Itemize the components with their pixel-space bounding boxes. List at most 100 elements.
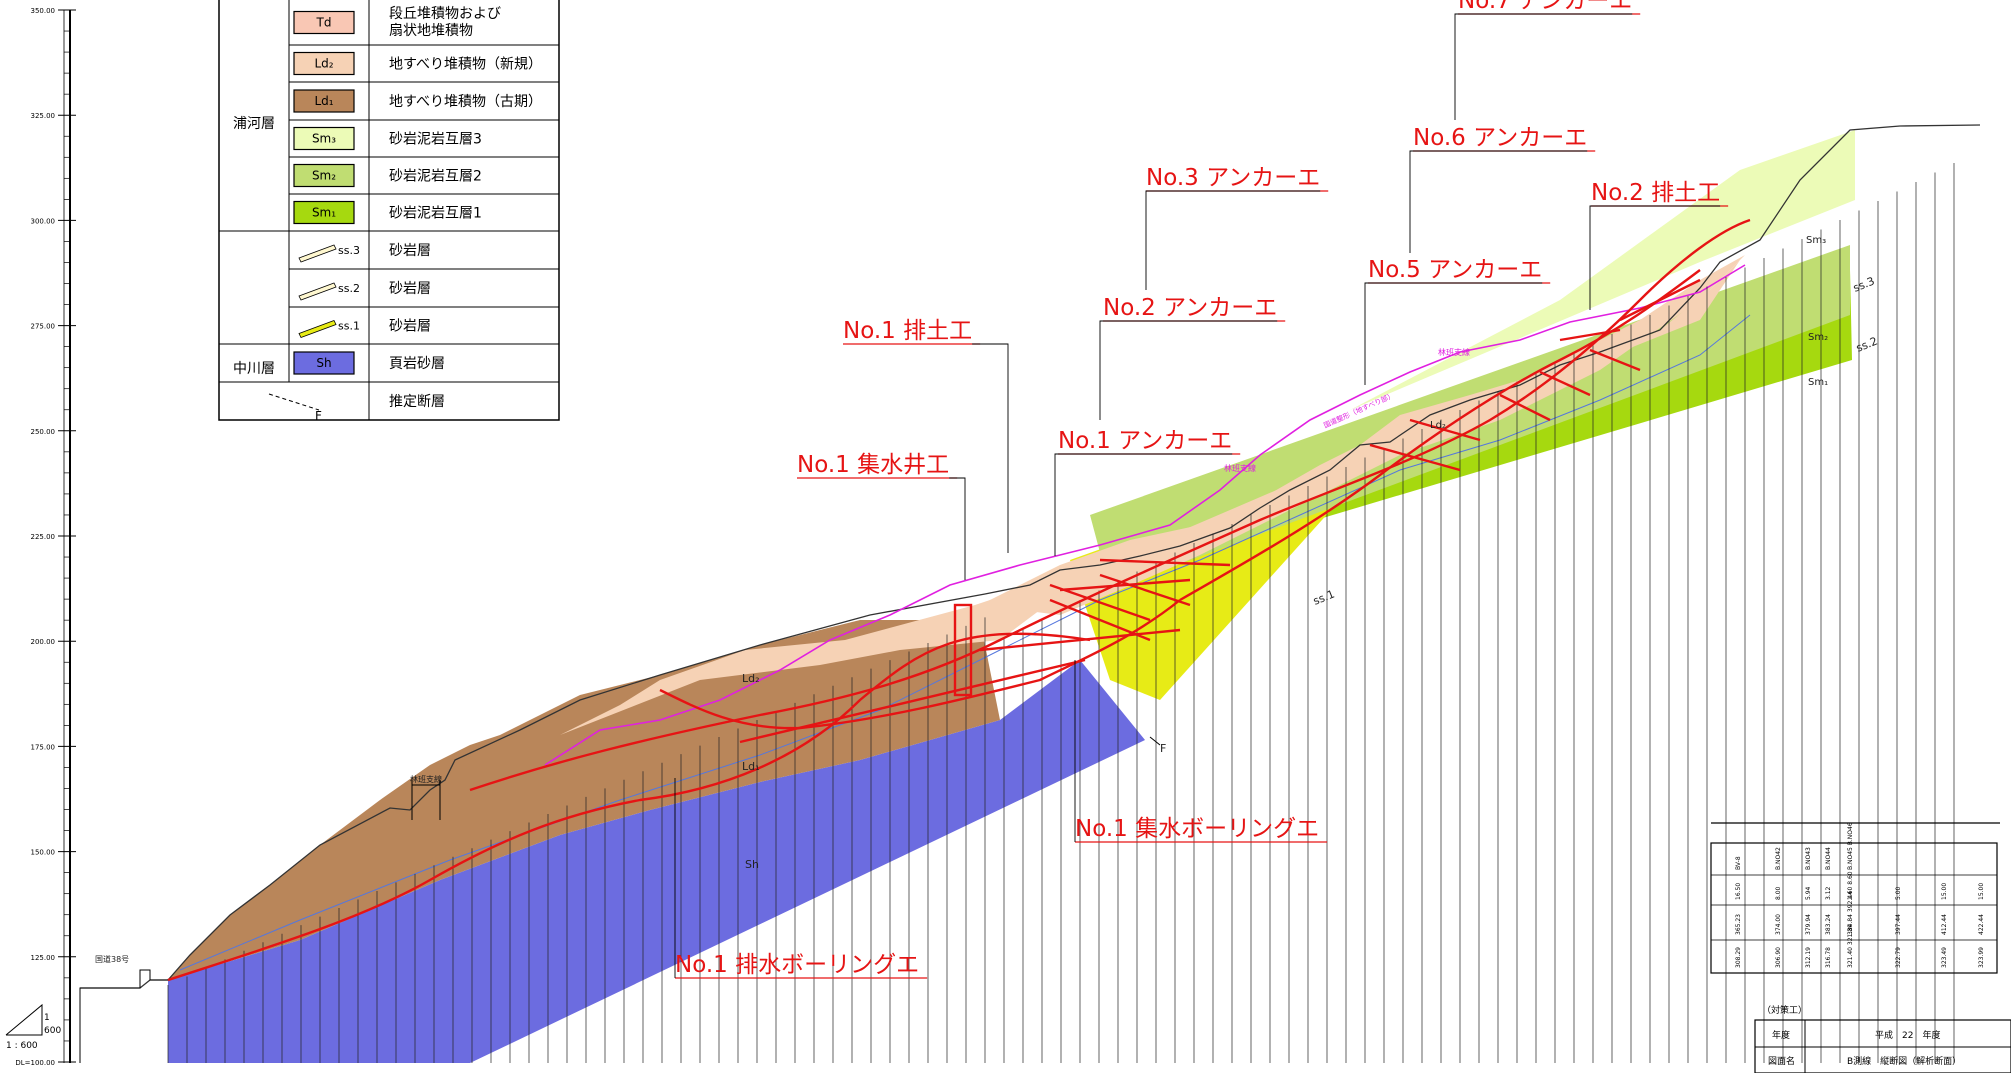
- scale-label: DL=100.00: [15, 1059, 55, 1067]
- legend-text: 砂岩泥岩互層3: [389, 132, 482, 148]
- left-base: [79, 969, 168, 1063]
- anchor-line: [1499, 393, 1551, 422]
- label-ss1: ss.1: [1311, 587, 1336, 607]
- callout-label-7: No.7 アンカーエ: [1458, 0, 1632, 14]
- table-cell: 15.00: [1978, 883, 1985, 900]
- title-block: （対策工） 年度 平成 22 年度 図面名 B測線 縦断図（解析断面）: [1754, 1004, 2011, 1073]
- table-cell: 397.44: [1895, 914, 1902, 935]
- label-forest3: 林班支線: [1438, 347, 1470, 357]
- cut-line: [1099, 558, 1231, 567]
- ld2-upper-layer: [980, 240, 1760, 615]
- table-frame: [1710, 842, 1998, 974]
- callout-label-10: No.1 排水ボーリングエ: [675, 952, 919, 978]
- scale-label: 275.00: [31, 323, 56, 331]
- callout-label-1: No.1 排土工: [843, 318, 972, 344]
- legend-swatch-td: [293, 10, 355, 35]
- scale-ratio-text: 1 : 600: [6, 1041, 38, 1051]
- slip-surface-deep: [167, 632, 1091, 982]
- scale-label: 125.00: [31, 954, 56, 962]
- legend-swatch-sh: [293, 351, 355, 375]
- cut-line: [1559, 328, 1621, 342]
- legend-text: 砂岩泥岩互層2: [389, 169, 482, 185]
- legend-symbol: Sh: [316, 356, 331, 370]
- callout-leader-5: [1364, 282, 1543, 385]
- table-cell: 322.79: [1895, 947, 1902, 968]
- table-cell: 422.44: [1978, 914, 1985, 935]
- anchor-line: [1539, 370, 1591, 397]
- table-cell: 379.94: [1805, 914, 1812, 935]
- legend-symbol: ss.1: [338, 320, 360, 333]
- table-cell: 16.50: [1735, 883, 1742, 900]
- legend-text: 砂岩層: [389, 319, 431, 335]
- borehole-code: B.NO44: [1825, 847, 1832, 870]
- legend-symbol: Sm₂: [312, 169, 336, 183]
- label-road: 国道38号: [95, 954, 129, 964]
- legend-symbol: Ld₁: [314, 94, 333, 108]
- legend-swatch-ld1: [293, 89, 355, 113]
- table-cell: 374.00: [1775, 914, 1782, 935]
- scale-label: 175.00: [31, 743, 56, 751]
- legend-group-uraka: 浦河層: [233, 116, 275, 132]
- legend-symbol: ss.3: [338, 244, 360, 257]
- table-cell: 412.44: [1941, 914, 1948, 935]
- sh-layer: [168, 660, 1145, 1063]
- table-cell: 308.29: [1735, 947, 1742, 968]
- callout-leader-7: [1454, 13, 1633, 120]
- callout-label-3: No.2 アンカーエ: [1103, 295, 1277, 321]
- anchor-line: [1049, 583, 1151, 622]
- callout-label-2: No.1 アンカーエ: [1058, 428, 1232, 454]
- legend-text: 砂岩泥岩互層1: [389, 206, 482, 222]
- slip-surface-ld2: [659, 599, 1181, 730]
- legend-swatch-ss: [298, 244, 337, 263]
- elevation-scale: 350.00325.00300.00275.00250.00225.00200.…: [15, 7, 76, 1067]
- legend-swatch-sm3: [293, 126, 355, 151]
- label-ss2: ss.2: [1854, 334, 1879, 354]
- legend-text: 段丘堆積物および: [389, 6, 501, 22]
- callout-label-6: No.6 アンカーエ: [1413, 125, 1587, 151]
- title-year-label: 年度: [1772, 1029, 1790, 1041]
- legend-symbol: Td: [316, 16, 332, 30]
- anchor-line: [1099, 573, 1191, 607]
- table-cell: 321.40 321.39: [1847, 924, 1854, 968]
- callout-label-9: No.1 集水ボーリングエ: [1075, 816, 1319, 842]
- callout-leader-3: [1099, 320, 1278, 420]
- title-caption: （対策工）: [1762, 1004, 1807, 1016]
- table-cell: 316.78: [1825, 947, 1832, 968]
- label-sm1: Sm₁: [1808, 377, 1828, 388]
- slip-surface-upper: [1179, 269, 1701, 602]
- legend-frame: [218, 0, 560, 421]
- legend-symbol: Sm₃: [312, 132, 336, 146]
- legend-text: 推定断層: [389, 394, 445, 410]
- label-forest2: 林班支線: [1224, 463, 1256, 473]
- cut-line: [1059, 578, 1191, 592]
- anchor-line: [1409, 418, 1481, 442]
- table-cell: 5.94: [1805, 886, 1812, 900]
- scale-ratio-triangle: [5, 1003, 43, 1036]
- legend-symbol: F: [315, 409, 322, 423]
- table-cell: 323.49: [1941, 947, 1948, 968]
- scale-label: 300.00: [31, 217, 56, 225]
- sm3-layer: [1350, 130, 1855, 410]
- legend-symbol: Ld₂: [314, 57, 333, 71]
- table-cell: 365.23: [1735, 914, 1742, 935]
- anchor-line: [1369, 443, 1461, 472]
- planned-surface-line: [544, 264, 1746, 766]
- left-base-outline: [79, 969, 168, 1063]
- legend-text-2: 扇状地堆積物: [389, 23, 473, 39]
- title-drawing-value: B測線 縦断図（解析断面）: [1847, 1055, 1961, 1067]
- label-forest1: 林班支線: [410, 774, 442, 784]
- table-cell: 15.00: [1941, 883, 1948, 900]
- label-sh: Sh: [745, 858, 759, 871]
- borehole-code: B.NO45 B.NO46: [1847, 822, 1854, 870]
- collection-well: [953, 603, 973, 697]
- callout-leader-0: [949, 477, 966, 580]
- legend-text: 地すべり堆積物（新規）: [389, 57, 542, 73]
- borehole-code: BV-8: [1735, 856, 1742, 870]
- ground-surface: [80, 124, 1981, 989]
- fault-tick: [1149, 736, 1161, 746]
- table-cell: 5.00: [1895, 886, 1902, 900]
- drain-boring: [739, 658, 1086, 744]
- table-cell: 306.90: [1775, 947, 1782, 968]
